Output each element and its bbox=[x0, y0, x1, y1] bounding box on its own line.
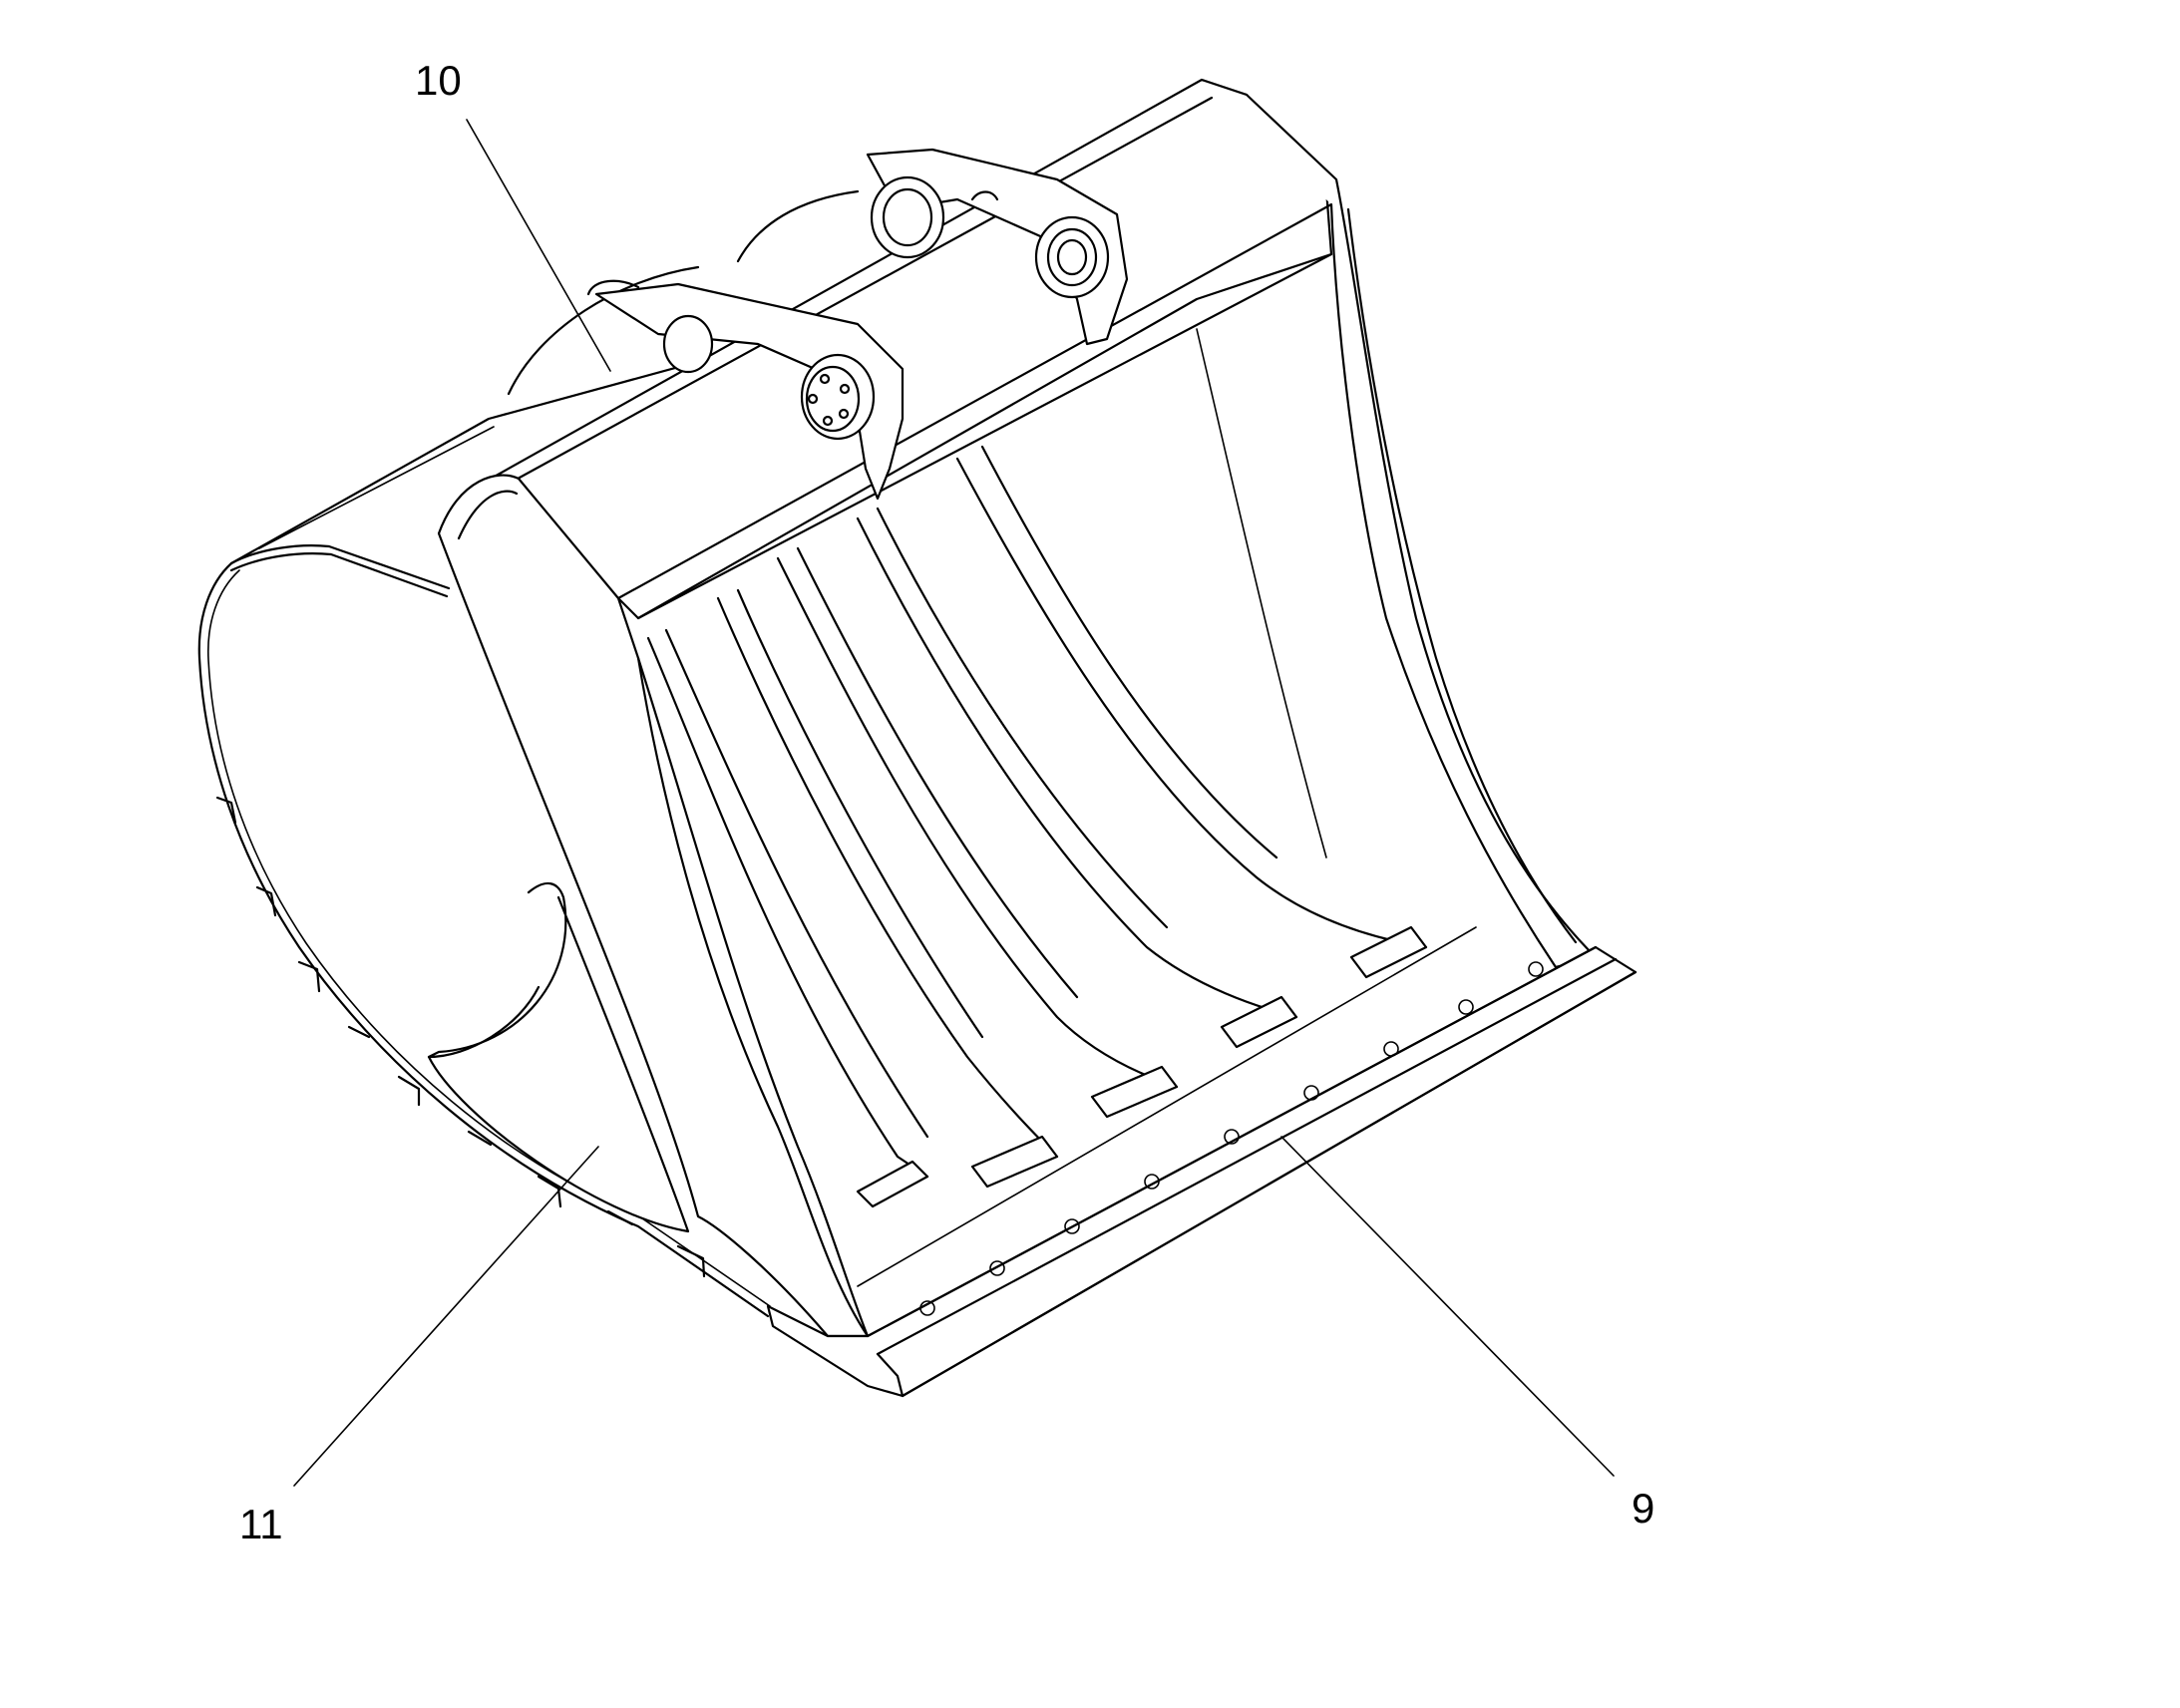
bucket-shell bbox=[197, 189, 860, 1318]
callout-label-10: 10 bbox=[415, 57, 462, 104]
left-side-plate bbox=[427, 474, 870, 1338]
leader-lines bbox=[293, 119, 1615, 1487]
mounting-beam bbox=[489, 78, 1333, 620]
callout-label-11: 11 bbox=[239, 1501, 283, 1547]
callout-label-9: 9 bbox=[1632, 1485, 1655, 1532]
cutting-edge bbox=[766, 926, 1637, 1398]
rake-tines bbox=[646, 328, 1428, 1208]
